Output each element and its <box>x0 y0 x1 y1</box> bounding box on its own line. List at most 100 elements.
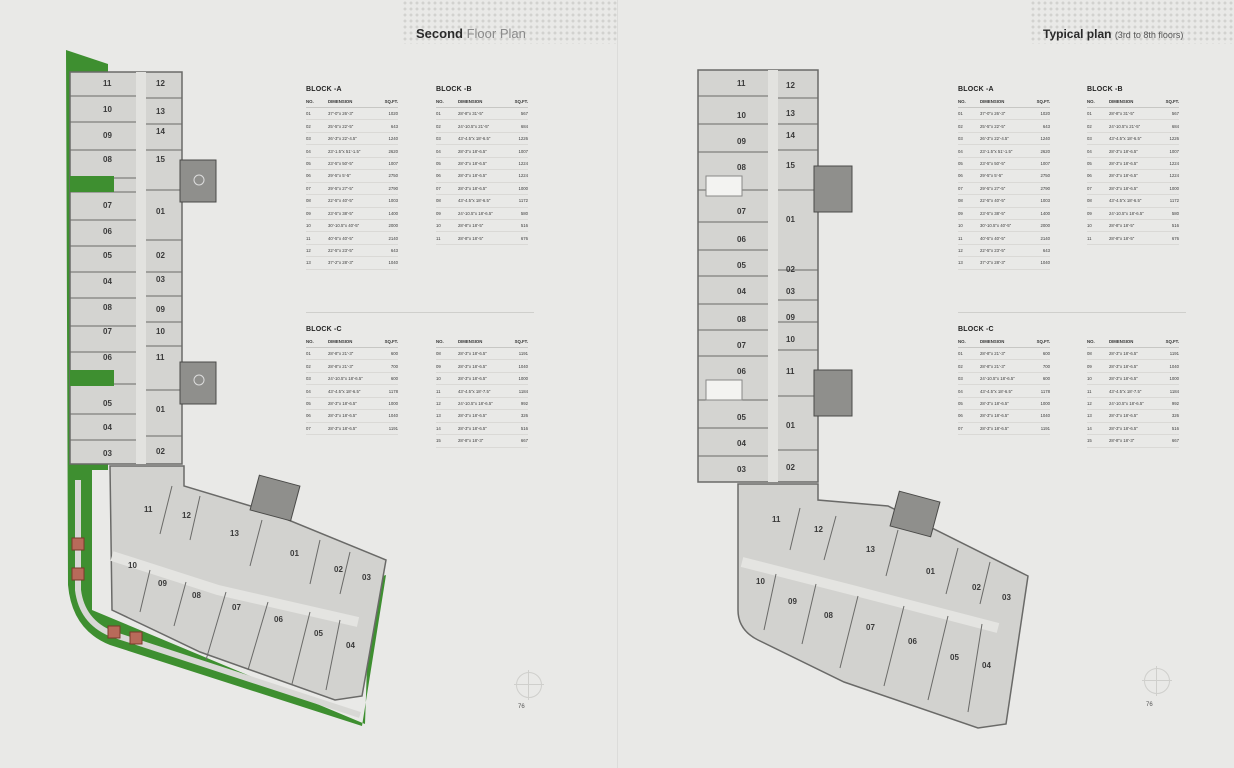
table-cell: 516 <box>1159 422 1179 436</box>
unit-label: 08 <box>737 315 746 324</box>
table-cell: 08 <box>436 347 458 361</box>
right-page: Typical plan (3rd to 8th floors) <box>617 0 1234 768</box>
table-cell: 11 <box>436 231 458 245</box>
unit-label: 13 <box>156 107 165 116</box>
table-cell: 28'-3"x 18'-6.5" <box>458 182 508 196</box>
table-cell: 22'-5"x 40'-5" <box>980 194 1030 208</box>
table-cell: 28'-8"x 31'-5" <box>458 107 508 121</box>
table-cell: 08 <box>958 194 980 208</box>
table-cell: 24'-10.5"x 18'-6.5" <box>458 397 508 411</box>
table-cell: 24'-10.5"x 21'-5" <box>1109 119 1159 133</box>
block-c-heading: BLOCK -C <box>958 326 994 333</box>
unit-label: 05 <box>737 413 746 422</box>
column-header: NO. <box>436 99 458 108</box>
unit-label: 07 <box>737 207 746 216</box>
table-cell: 01 <box>958 347 980 361</box>
table-cell: 29'-5"x 27'-5" <box>980 182 1030 196</box>
table-cell: 24'-10.5"x 18'-6.5" <box>980 372 1030 386</box>
table-cell: 567 <box>508 107 528 121</box>
unit-label: 11 <box>156 353 165 362</box>
column-header: SQ.FT. <box>1159 339 1179 348</box>
table-cell: 1040 <box>508 359 528 373</box>
table-cell: 1003 <box>1030 194 1050 208</box>
unit-label: 07 <box>103 201 112 210</box>
table-cell: 1224 <box>1159 169 1179 183</box>
table-cell: 13 <box>306 256 328 270</box>
table-cell: 22'-5"x 40'-5" <box>328 194 378 208</box>
table-cell: 28'-3"x 18'-6.5" <box>1109 347 1159 361</box>
header-pattern <box>1030 0 1234 44</box>
green-notch <box>70 176 114 192</box>
unit-label: 09 <box>103 131 112 140</box>
table-cell: 37'-2"x 28'-3" <box>980 256 1030 270</box>
table-cell: 1000 <box>1030 397 1050 411</box>
table-cell: 1040 <box>1030 409 1050 423</box>
unit-label: 04 <box>982 661 991 670</box>
table-cell: 25'-5"x 22'-5" <box>980 119 1030 133</box>
typical-floor-plan-drawing: 11 10 09 08 07 06 05 04 08 07 06 05 04 0… <box>697 69 1029 729</box>
table-cell: 04 <box>306 384 328 398</box>
table-cell: 29'-5"x 5'-5" <box>980 169 1030 183</box>
table-cell: 24'-10.5"x 21'-5" <box>458 119 508 133</box>
table-cell: 28'-8"x 18'-5" <box>458 219 508 233</box>
table-cell: 05 <box>306 397 328 411</box>
table-cell: 600 <box>1030 372 1050 386</box>
table-cell: 05 <box>958 157 980 171</box>
unit-label: 08 <box>103 155 112 164</box>
table-cell: 1226 <box>1159 132 1179 146</box>
table-cell: 1172 <box>1159 194 1179 208</box>
lift-core <box>179 159 217 203</box>
table-cell: 05 <box>1087 157 1109 171</box>
unit-label: 01 <box>156 405 165 414</box>
table-cell: 24'-10.5"x 18'-6.5" <box>1109 397 1159 411</box>
page-number: 76 <box>518 704 525 710</box>
table-cell: 11 <box>306 231 328 245</box>
unit-label: 03 <box>737 465 746 474</box>
table-cell: 37'-0"x 26'-3" <box>328 107 378 121</box>
column-header: DIMENSION <box>980 99 1030 108</box>
unit-label: 14 <box>156 127 165 136</box>
table-cell: 07 <box>958 422 980 436</box>
unit-label: 05 <box>950 653 959 662</box>
unit-label: 10 <box>128 561 137 570</box>
table-cell: 676 <box>1159 231 1179 245</box>
unit-label: 04 <box>103 423 112 432</box>
table-cell: 03 <box>1087 132 1109 146</box>
table-cell: 1000 <box>378 397 398 411</box>
unit-label: 06 <box>908 637 917 646</box>
table-cell: 28'-3"x 18'-6.5" <box>458 409 508 423</box>
table-cell: 03 <box>958 132 980 146</box>
table-cell: 40'-5"x 40'-5" <box>980 231 1030 245</box>
table-cell: 43'-4.5"x 18'-6.5" <box>458 132 508 146</box>
column-header: NO. <box>436 339 458 348</box>
column-header: DIMENSION <box>458 339 508 348</box>
table-cell: 2140 <box>1030 231 1050 245</box>
table-cell: 01 <box>436 107 458 121</box>
table-cell: 1000 <box>508 182 528 196</box>
column-header: NO. <box>958 339 980 348</box>
unit-label: 03 <box>156 275 165 284</box>
table-cell: 02 <box>436 119 458 133</box>
table-cell: 1240 <box>378 132 398 146</box>
